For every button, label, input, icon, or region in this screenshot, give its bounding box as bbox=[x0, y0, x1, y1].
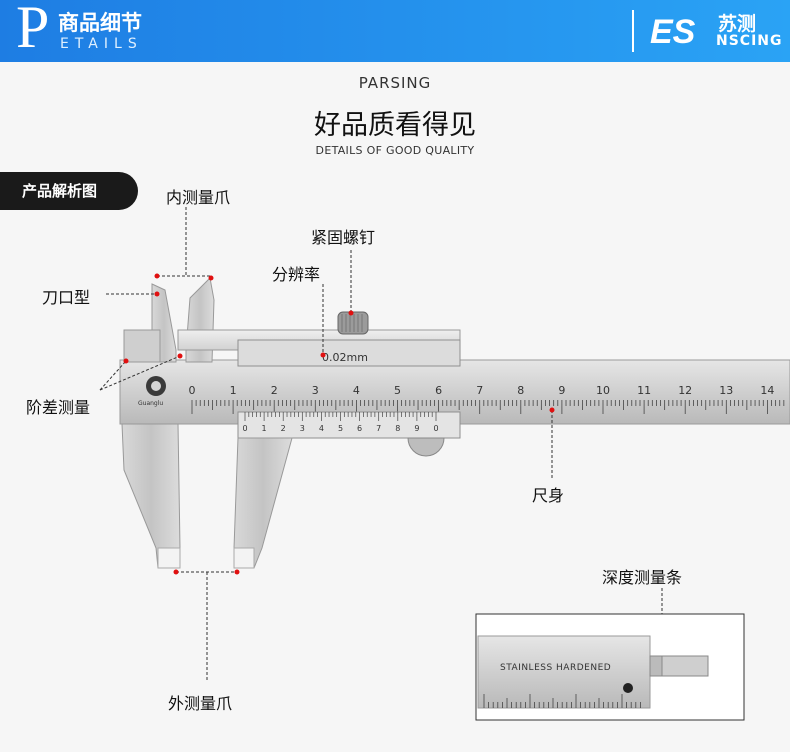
vernier-plate bbox=[237, 411, 461, 439]
main-scale-number: 10 bbox=[596, 384, 610, 397]
header-subtitle: ETAILS bbox=[60, 36, 143, 52]
header-initial: P bbox=[16, 0, 50, 60]
main-scale-number: 0 bbox=[189, 384, 196, 397]
leader-inner-jaw bbox=[157, 205, 187, 277]
label-depth-bar: 深度测量条 bbox=[602, 568, 683, 587]
leader-lines bbox=[99, 205, 663, 680]
vernier-number: 3 bbox=[300, 424, 305, 433]
brand-name-en: NSCING bbox=[716, 33, 783, 49]
outer-jaw-fixed bbox=[121, 423, 181, 569]
leader-step-b bbox=[99, 355, 181, 391]
vernier-number: 6 bbox=[357, 424, 362, 433]
vernier-number: 5 bbox=[338, 424, 343, 433]
main-scale-number: 14 bbox=[760, 384, 774, 397]
main-scale-ticks bbox=[191, 400, 785, 414]
vernier-number: 4 bbox=[319, 424, 324, 433]
fixed-head bbox=[123, 329, 161, 363]
vernier-number: 8 bbox=[395, 424, 400, 433]
main-scale-number: 2 bbox=[271, 384, 278, 397]
main-scale-number: 4 bbox=[353, 384, 360, 397]
label-resolution: 分辨率 bbox=[272, 265, 321, 284]
label-step: 阶差测量 bbox=[26, 398, 91, 417]
vernier-number: 9 bbox=[414, 424, 419, 433]
main-scale-number: 5 bbox=[394, 384, 401, 397]
es-logo-text: ES bbox=[650, 13, 696, 50]
vernier-number: 7 bbox=[376, 424, 381, 433]
leader-step-a bbox=[99, 360, 127, 391]
es-logo-icon: ES bbox=[650, 13, 696, 50]
depth-inset-ticks bbox=[483, 694, 641, 708]
main-scale-number: 9 bbox=[558, 384, 565, 397]
vernier-ticks bbox=[244, 412, 437, 421]
label-knife-edge: 刀口型 bbox=[42, 288, 91, 307]
label-outer-jaw: 外测量爪 bbox=[168, 694, 233, 713]
intro-title: 好品质看得见 bbox=[314, 110, 476, 141]
header-divider bbox=[632, 10, 634, 52]
vernier-number: 1 bbox=[262, 424, 267, 433]
main-scale-number: 8 bbox=[517, 384, 524, 397]
main-scale-number: 7 bbox=[476, 384, 483, 397]
precision-text: 0.02mm bbox=[322, 351, 368, 364]
main-scale-number: 1 bbox=[230, 384, 237, 397]
marker-dots bbox=[123, 273, 665, 662]
maker-mark: Guanglu bbox=[138, 400, 163, 407]
label-inner-jaw: 内测量爪 bbox=[166, 188, 231, 207]
outer-jaw-tip-fixed bbox=[157, 547, 181, 569]
main-scale-number: 3 bbox=[312, 384, 319, 397]
lock-screw-knurl bbox=[341, 314, 363, 332]
header-title: 商品细节 bbox=[58, 11, 142, 35]
main-scale-number: 6 bbox=[435, 384, 442, 397]
main-scale-number: 11 bbox=[637, 384, 651, 397]
vernier-number: 0 bbox=[242, 424, 247, 433]
intro-subtitle: DETAILS OF GOOD QUALITY bbox=[315, 144, 475, 157]
main-scale-number: 13 bbox=[719, 384, 733, 397]
vernier-number: 2 bbox=[281, 424, 286, 433]
section-tag: 产品解析图 bbox=[0, 172, 138, 210]
brand-name-cn: 苏测 bbox=[718, 13, 757, 35]
precision-window bbox=[237, 339, 461, 367]
header-banner: P 商品细节 ETAILS ES 苏测 NSCING bbox=[0, 0, 790, 62]
intro-eyebrow: PARSING bbox=[358, 74, 432, 92]
label-main-scale: 尺身 bbox=[532, 486, 565, 505]
main-scale-number: 12 bbox=[678, 384, 692, 397]
depth-inset-text: STAINLESS HARDENED bbox=[500, 663, 611, 673]
label-lock-screw: 紧固螺钉 bbox=[311, 228, 376, 247]
vernier-numbers: 0 1 2 3 4 5 6 7 8 9 0 bbox=[242, 424, 438, 433]
outer-jaw-tip-moving bbox=[233, 547, 255, 569]
depth-inset-beam bbox=[477, 635, 651, 709]
depth-inset-screw-icon bbox=[623, 683, 633, 693]
thumb-wheel bbox=[407, 437, 445, 457]
vernier-number: 0 bbox=[433, 424, 438, 433]
